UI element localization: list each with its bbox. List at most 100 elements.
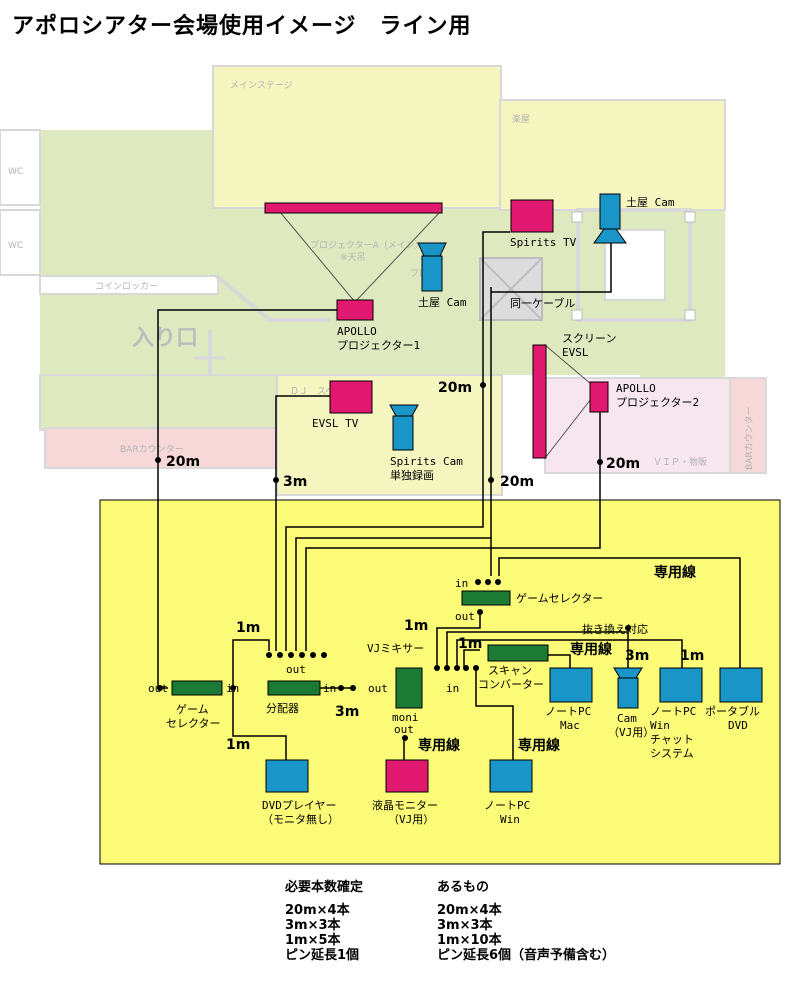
port-out: out xyxy=(286,663,306,676)
game-selector-top-label: ゲームセレクター xyxy=(516,592,603,605)
game-selector-left-label: ゲーム xyxy=(176,703,209,716)
main-stage-area xyxy=(212,65,502,209)
vj-mixer-label: VJミキサー xyxy=(367,642,424,655)
cable-length-label: 3m xyxy=(283,474,307,490)
gakuya-label: 楽屋 xyxy=(512,113,530,125)
camera-icon xyxy=(593,228,627,244)
port-moni-out: out xyxy=(394,723,414,736)
tsuchiya-cam-mid-body xyxy=(421,255,443,292)
apollo-projector-1 xyxy=(336,299,374,321)
projector-a-note-2: ※天吊 xyxy=(340,252,366,263)
spirits-cam-body xyxy=(392,415,414,451)
pillar xyxy=(571,309,583,321)
apollo-projector-1-label: APOLLO xyxy=(337,325,377,338)
summary-item: 3m×3本 xyxy=(437,918,493,933)
summary-item: 1m×10本 xyxy=(437,933,502,948)
port-in: in xyxy=(446,682,459,695)
dedicated-line-label: 専用線 xyxy=(418,737,460,754)
main-stage-label: メインステージ xyxy=(230,80,293,91)
apollo-projector-1-label-2: プロジェクター1 xyxy=(337,339,420,352)
dedicated-line-label: 専用線 xyxy=(518,737,560,754)
bar-counter-left-label: BARカウンター xyxy=(120,444,184,455)
portable-dvd-label-2: DVD xyxy=(728,719,748,732)
game-selector-left xyxy=(171,680,223,696)
note-pc-chat-label-4: システム xyxy=(650,747,694,760)
portable-dvd-label: ポータブル xyxy=(705,704,760,718)
screen-evsl-label-2: EVSL xyxy=(562,346,589,359)
note-pc-mac xyxy=(549,667,593,703)
scan-converter-label-2: コンバーター xyxy=(478,678,544,691)
floor-wall-line xyxy=(213,273,330,322)
note-pc-chat-label-3: チャット xyxy=(650,733,694,746)
bar-counter-left-area xyxy=(44,427,286,469)
tsuchiya-cam-top-label: 土屋 Cam xyxy=(626,196,675,209)
vip-frame-outer xyxy=(576,208,692,322)
vj-mixer xyxy=(395,667,423,709)
summary-confirmed: 必要本数確定 20m×4本 3m×3本 1m×5本 ピン延長1個 xyxy=(285,880,363,963)
cable-length-label: 1m xyxy=(404,618,428,634)
spirits-cam-label-2: 単独録画 xyxy=(390,468,434,482)
summary-item: 1m×5本 xyxy=(285,933,341,948)
cable-length-label: 20m xyxy=(606,456,640,472)
cable-length-label: 1m xyxy=(236,620,260,636)
dvd-player xyxy=(265,759,309,793)
spirits-tv-label: Spirits TV xyxy=(510,236,577,249)
pillar xyxy=(684,211,696,223)
evsl-tv-label: EVSL TV xyxy=(312,417,359,430)
wc-label-1: WC xyxy=(8,167,23,177)
vip-area xyxy=(544,377,731,474)
dj-space-area xyxy=(276,374,503,496)
summary-confirmed-header: 必要本数確定 xyxy=(285,880,364,895)
distributor xyxy=(267,680,321,696)
summary-existing: あるもの 20m×4本 3m×3本 1m×10本 ピン延長6個（音声予備含む） xyxy=(437,880,615,963)
cable-length-label: 1m xyxy=(680,648,704,664)
note-pc-win-chat xyxy=(659,667,703,703)
nukikae-label: 抜き換え対応 xyxy=(582,622,648,636)
game-selector-left-label-2: セレクター xyxy=(166,717,221,730)
bar-counter-right-area xyxy=(729,377,767,474)
note-pc-win-label-2: Win xyxy=(500,813,520,826)
lcd-monitor xyxy=(385,759,429,793)
port-out: out xyxy=(368,682,388,695)
dedicated-line-label: 専用線 xyxy=(654,564,696,581)
cable-length-label: 3m xyxy=(625,648,649,664)
ceiling-screen-bar xyxy=(264,202,443,214)
pillar xyxy=(571,211,583,223)
summary-item: 3m×3本 xyxy=(285,918,341,933)
cable-length-label: 1m xyxy=(458,636,482,652)
port-moni: moni xyxy=(392,711,419,724)
dj-space-label: ＤＪ スペース xyxy=(290,387,352,397)
port-in: in xyxy=(455,577,468,590)
note-pc-mac-label-2: Mac xyxy=(560,719,580,732)
cam-vj-label: Cam xyxy=(617,712,637,725)
screen-evsl-label: スクリーン xyxy=(562,332,616,345)
projector-a-note: プロジェクターA（メイン） xyxy=(310,240,424,251)
wc-label-2: WC xyxy=(8,241,23,251)
apollo-projector-2 xyxy=(589,381,609,413)
hall-floor xyxy=(40,130,725,385)
note-pc-win-label: ノートPC xyxy=(484,799,530,812)
scan-converter-label: スキャン xyxy=(488,664,532,677)
wc-area-2 xyxy=(0,209,41,276)
summary-item: 20m×4本 xyxy=(437,903,502,918)
summary-item: ピン延長1個 xyxy=(285,948,360,963)
coin-locker-label: コインロッカー xyxy=(95,281,158,292)
cam-vj-label-2: （VJ用） xyxy=(608,726,654,739)
screen-evsl xyxy=(532,344,547,459)
cable-length-label: 20m xyxy=(166,454,200,470)
lcd-monitor-label-2: （VJ用） xyxy=(388,813,434,826)
summary-existing-header: あるもの xyxy=(437,880,490,895)
dvd-player-label-2: （モニタ無し） xyxy=(262,812,339,826)
dvd-player-label: DVDプレイヤー xyxy=(262,799,337,812)
spirits-cam-label: Spirits Cam xyxy=(390,455,463,468)
tsuchiya-cam-top-body xyxy=(599,193,621,230)
note-pc-mac-label: ノートPC xyxy=(545,705,591,718)
bar-counter-right-label: BARカウンター xyxy=(744,406,755,470)
cable-lines xyxy=(157,231,741,760)
lcd-monitor-label: 液晶モニター xyxy=(372,798,438,812)
summary-item: 20m×4本 xyxy=(285,903,350,918)
note-pc-win xyxy=(489,759,533,793)
cable-length-label: 3m xyxy=(335,704,359,720)
pillar xyxy=(684,309,696,321)
dedicated-line-label: 専用線 xyxy=(570,641,612,658)
